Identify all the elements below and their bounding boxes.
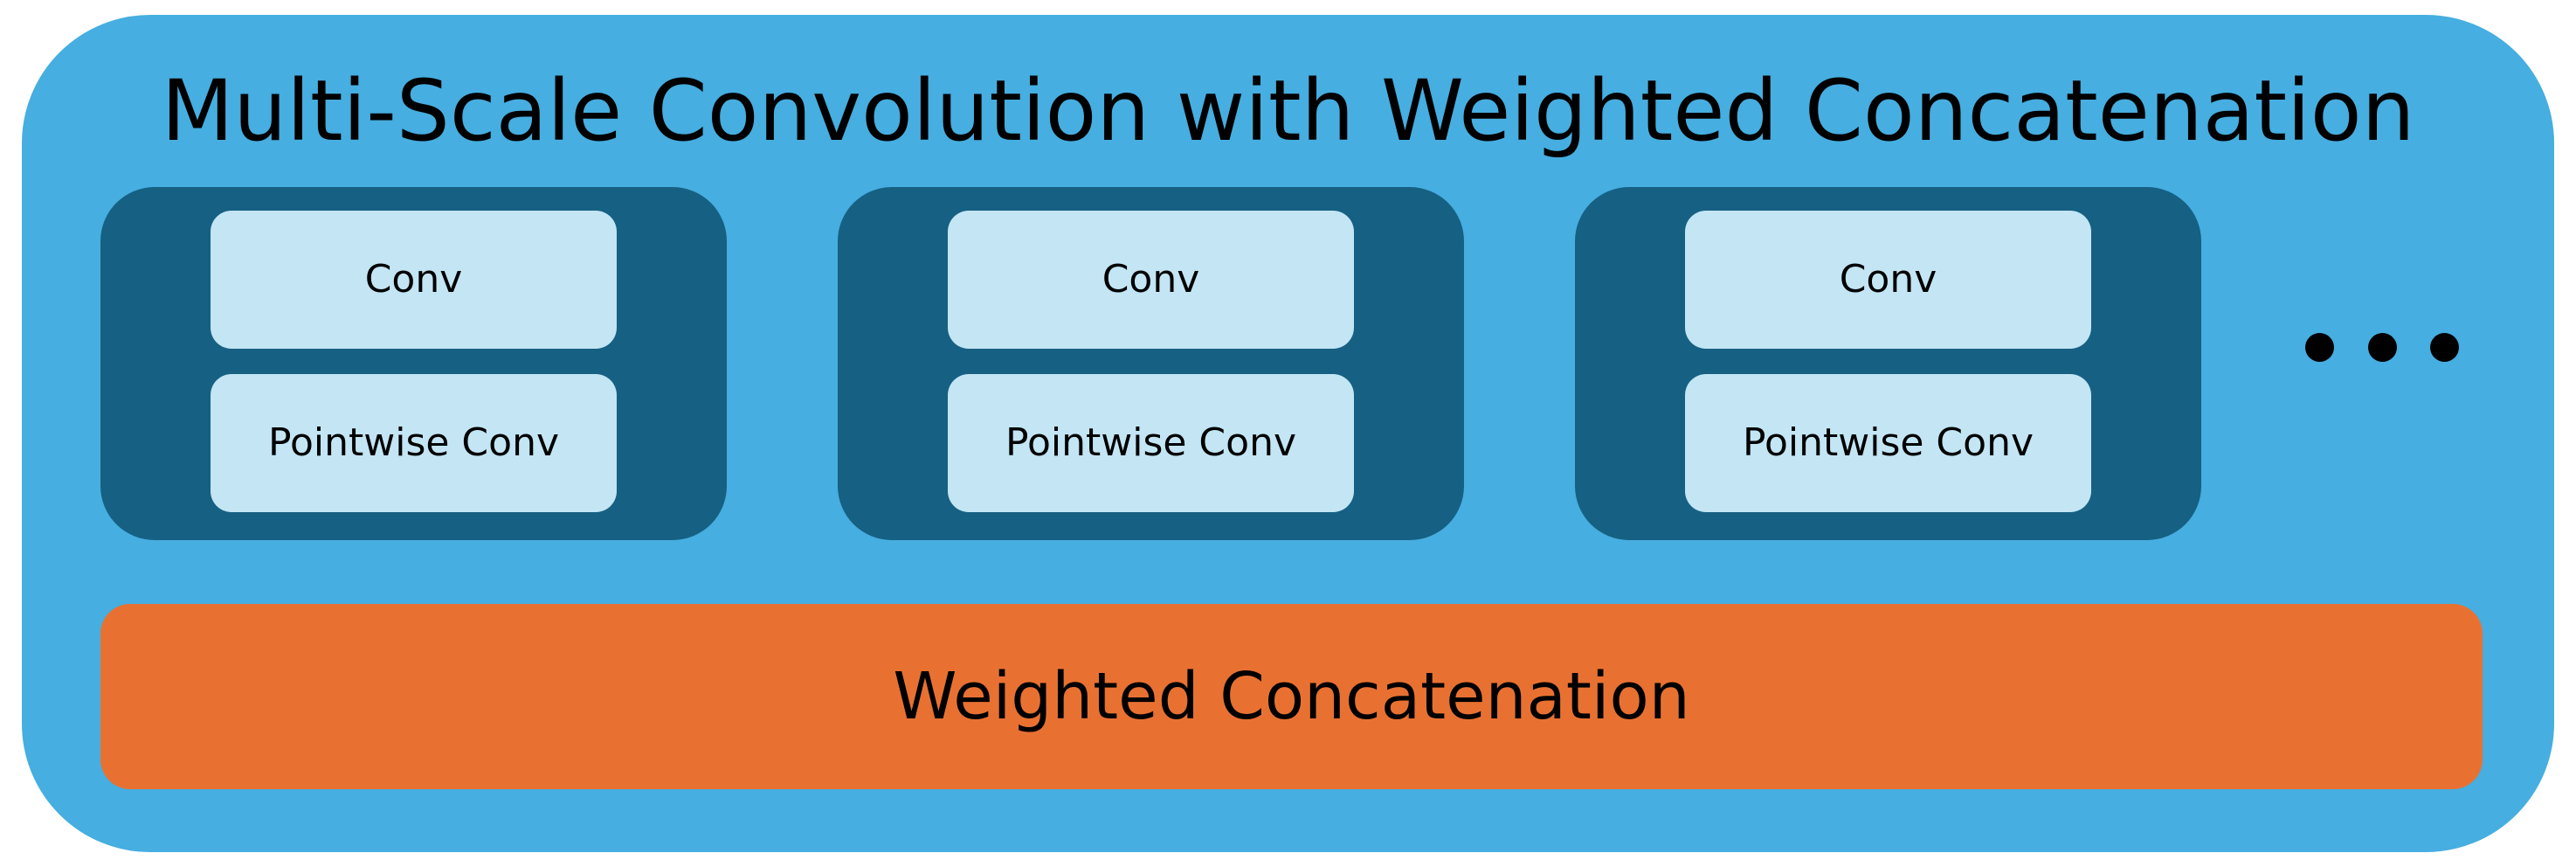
dot: [2430, 333, 2459, 362]
conv-branch-3: Conv Pointwise Conv: [1575, 187, 2201, 540]
pointwise-conv-box: Pointwise Conv: [211, 374, 617, 512]
ellipsis-dots-icon: [2305, 333, 2480, 368]
dot: [2368, 333, 2397, 362]
conv-box: Conv: [948, 211, 1354, 349]
dot: [2305, 333, 2334, 362]
weighted-concatenation-box: Weighted Concatenation: [100, 604, 2483, 789]
conv-branch-1: Conv Pointwise Conv: [100, 187, 727, 540]
multiscale-module-container: Multi-Scale Convolution with Weighted Co…: [19, 12, 2557, 855]
pointwise-conv-box: Pointwise Conv: [948, 374, 1354, 512]
conv-branch-2: Conv Pointwise Conv: [838, 187, 1464, 540]
conv-box: Conv: [1685, 211, 2091, 349]
conv-box: Conv: [211, 211, 617, 349]
diagram-title: Multi-Scale Convolution with Weighted Co…: [161, 62, 2415, 160]
pointwise-conv-box: Pointwise Conv: [1685, 374, 2091, 512]
